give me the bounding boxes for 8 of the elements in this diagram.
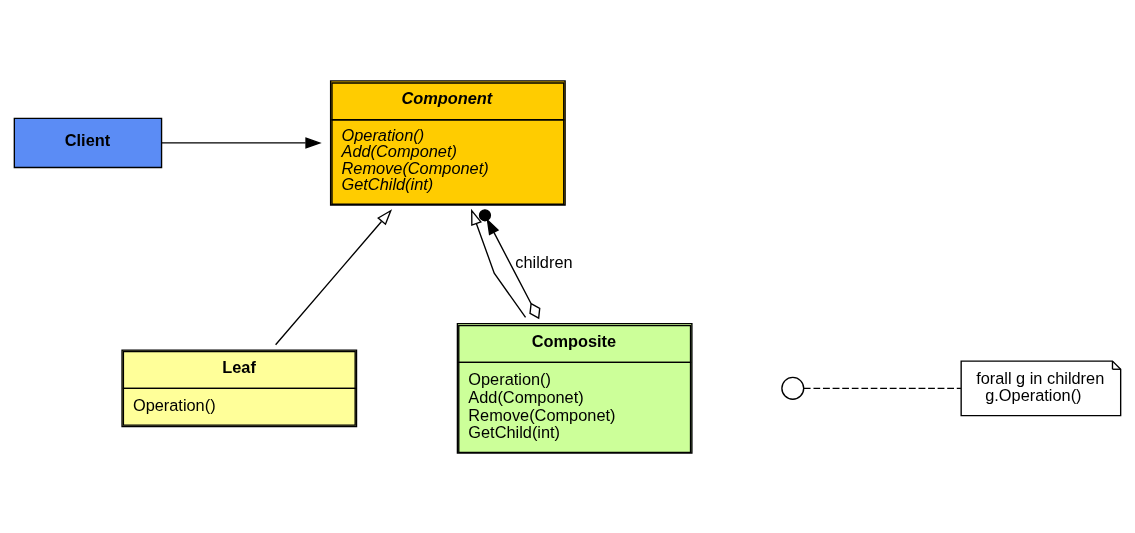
arrow bbox=[274, 208, 393, 345]
arrow bbox=[478, 208, 541, 319]
arrow bbox=[471, 208, 527, 318]
connector bbox=[803, 387, 962, 389]
arrow bbox=[161, 136, 322, 149]
edge-label: children bbox=[515, 253, 573, 271]
node-circle bbox=[781, 376, 805, 400]
node-box: Client bbox=[13, 117, 163, 168]
